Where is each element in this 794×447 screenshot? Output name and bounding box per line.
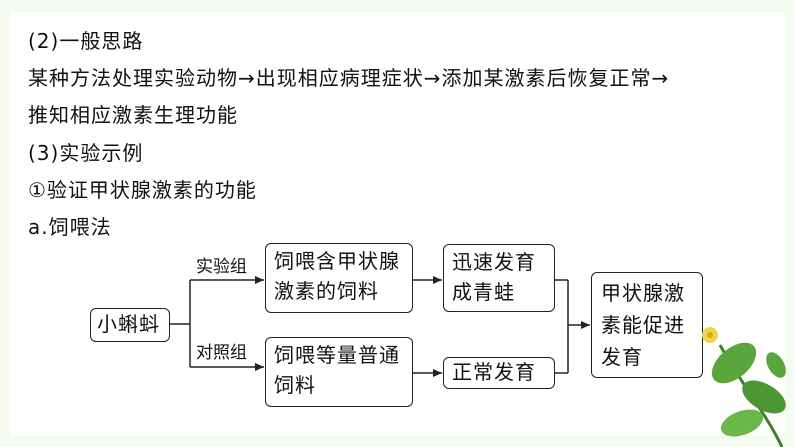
box-experimental-treatment-label: 饲喂含甲状腺激素的饲料 bbox=[274, 249, 400, 303]
heading-general-approach: (2)一般思路 bbox=[28, 29, 144, 53]
general-approach-line-1: 某种方法处理实验动物→出现相应病理症状→添加某激素后恢复正常→ bbox=[28, 66, 670, 90]
box-tadpole-label: 小蝌蚪 bbox=[97, 312, 160, 336]
box-experimental-result: 迅速发育成青蛙 bbox=[443, 244, 555, 312]
label-experimental-group: 实验组 bbox=[196, 257, 247, 277]
box-control-result: 正常发育 bbox=[443, 357, 555, 389]
method-feeding: a.饲喂法 bbox=[28, 215, 112, 239]
box-control-treatment: 饲喂等量普通饲料 bbox=[265, 337, 413, 407]
item-verify-thyroid-hormone: ①验证甲状腺激素的功能 bbox=[28, 178, 257, 202]
box-conclusion-label: 甲状腺激素能促进发育 bbox=[601, 281, 685, 369]
general-approach-line-2: 推知相应激素生理功能 bbox=[28, 103, 238, 127]
leaf-decoration-icon bbox=[702, 327, 786, 447]
box-tadpole: 小蝌蚪 bbox=[90, 308, 170, 342]
box-control-treatment-label: 饲喂等量普通饲料 bbox=[274, 343, 400, 397]
box-control-result-label: 正常发育 bbox=[452, 360, 536, 384]
box-experimental-result-label: 迅速发育成青蛙 bbox=[452, 250, 536, 304]
heading-experiment-example: (3)实验示例 bbox=[28, 141, 144, 165]
box-experimental-treatment: 饲喂含甲状腺激素的饲料 bbox=[265, 243, 413, 313]
label-control-group: 对照组 bbox=[196, 343, 247, 363]
box-conclusion: 甲状腺激素能促进发育 bbox=[591, 272, 703, 378]
